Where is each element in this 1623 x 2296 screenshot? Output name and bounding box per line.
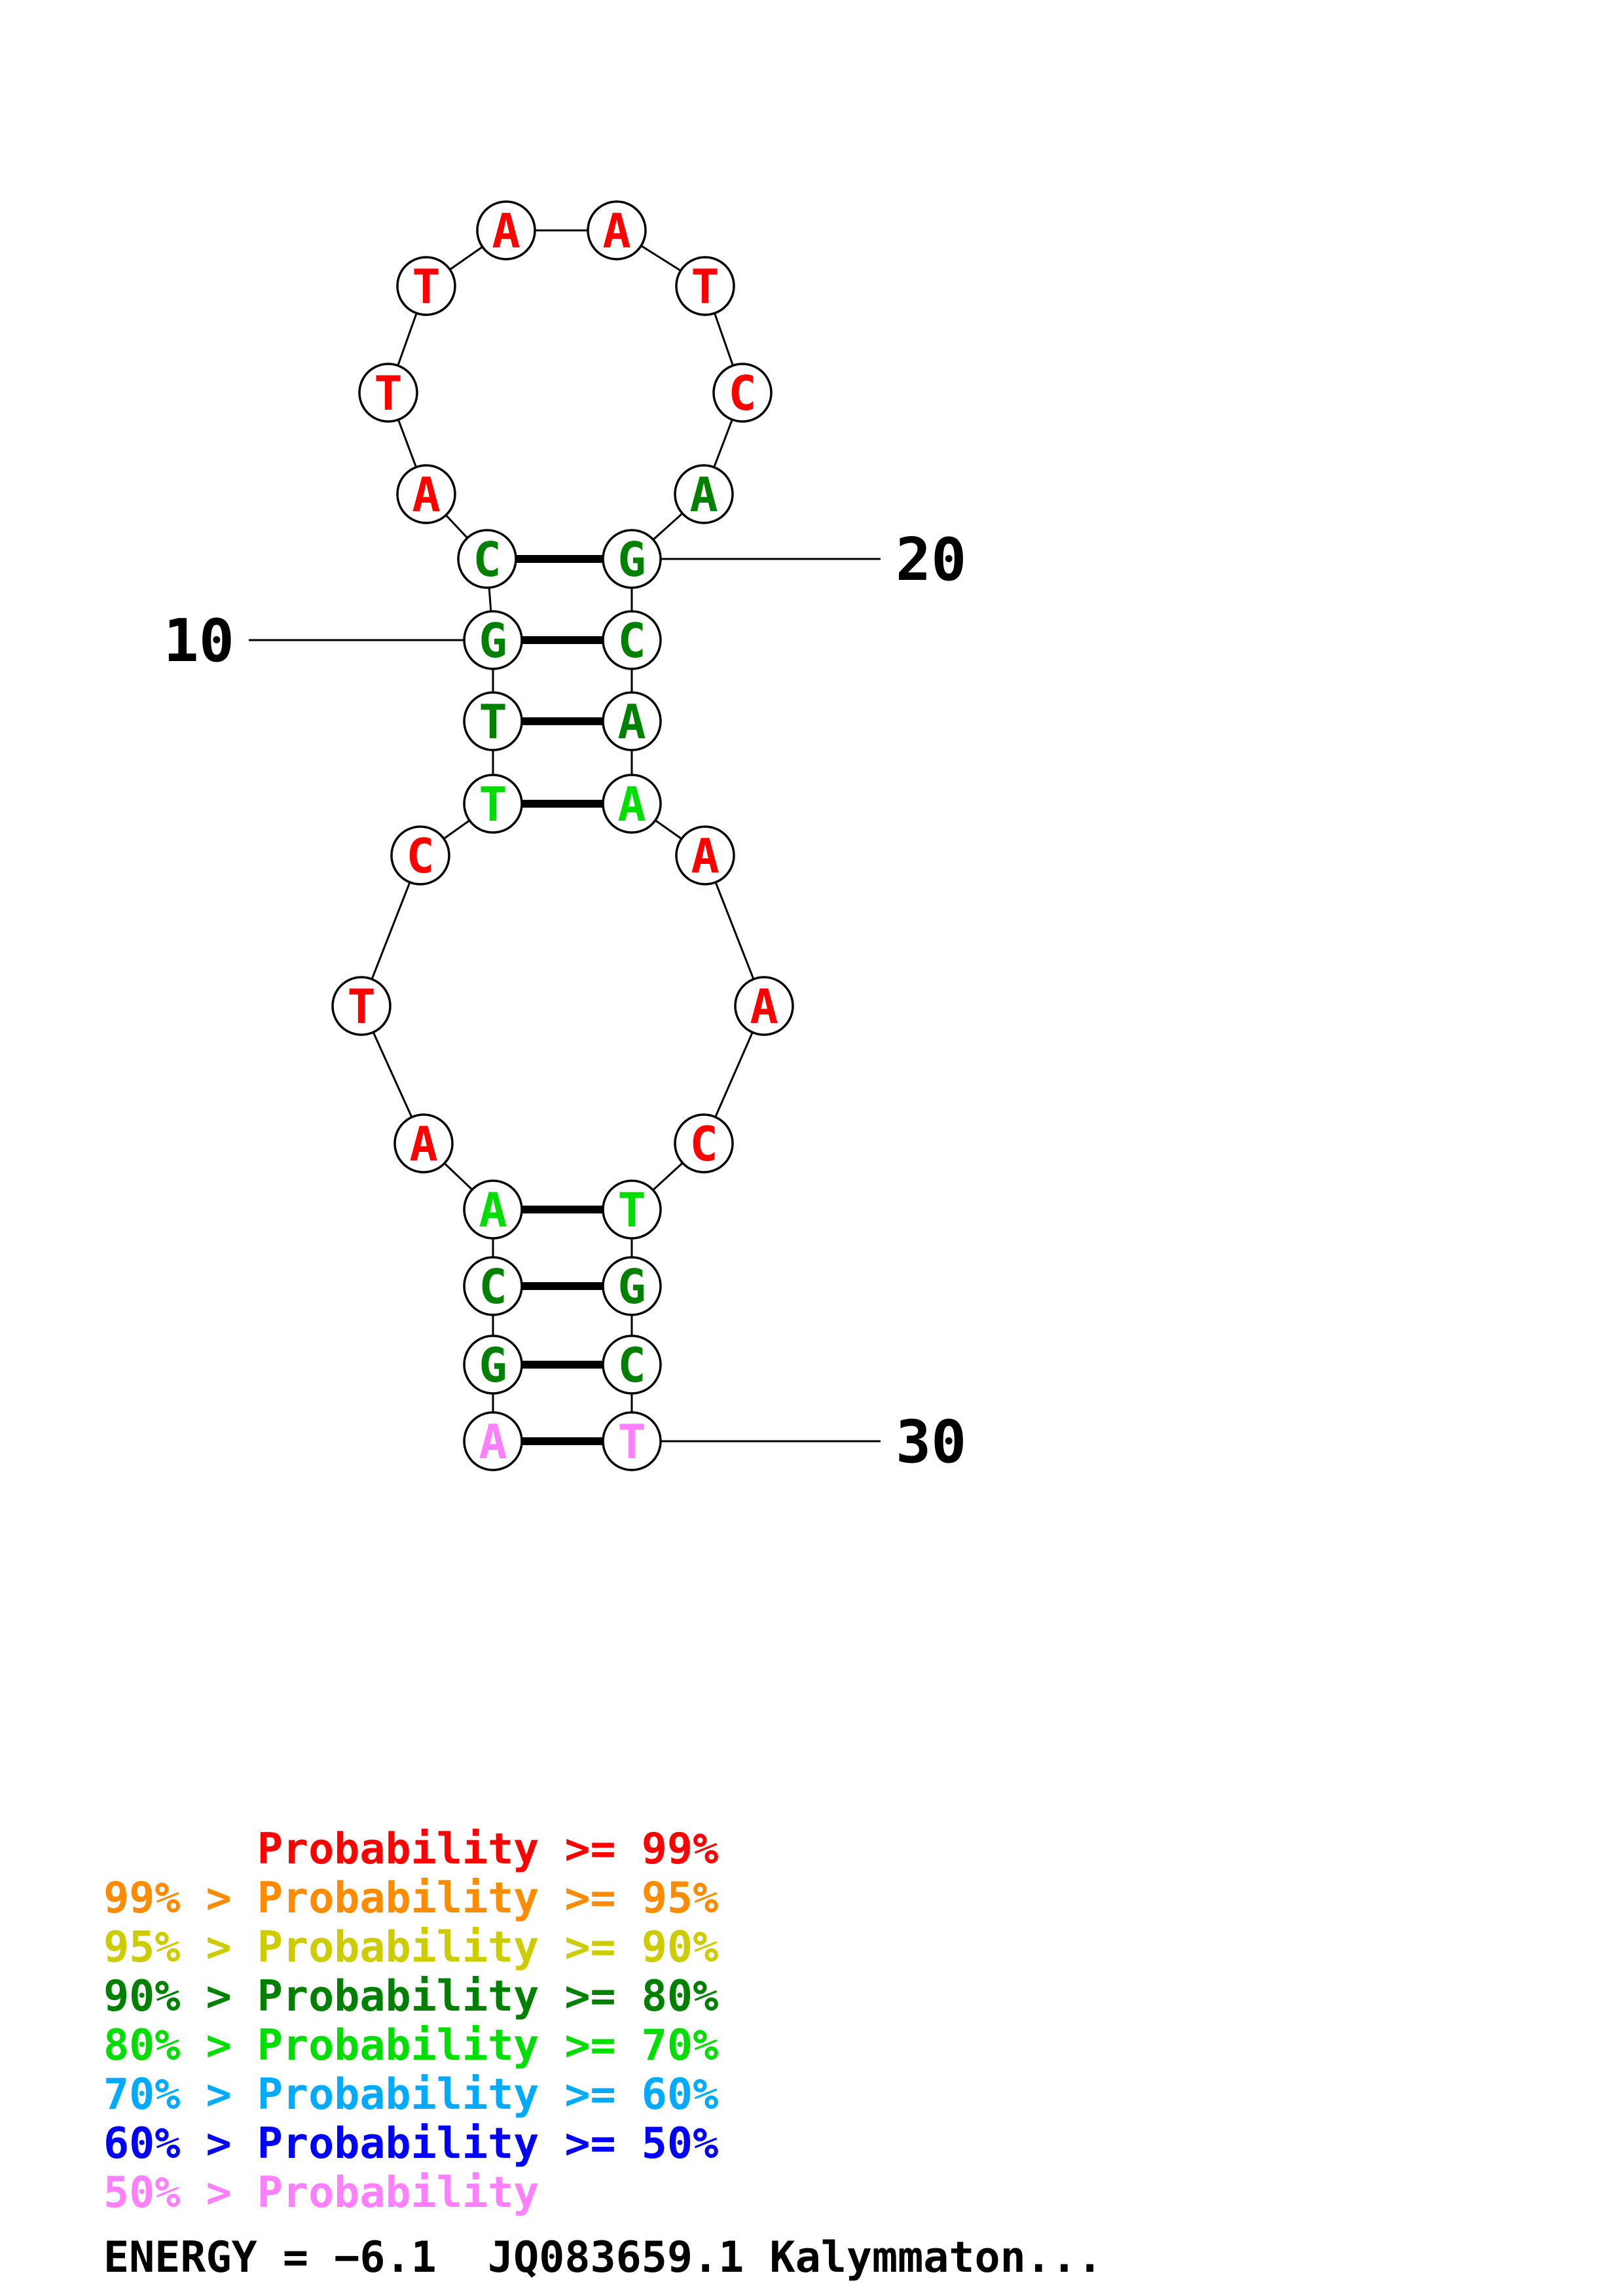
nucleotide-14-letter: T [412,259,440,314]
nucleotide-1-letter: A [479,1414,507,1469]
legend-item-6: 70% > Probability >= 60% [103,2070,719,2119]
nucleotide-21-letter: C [617,613,646,668]
nucleotide-8-circle [463,774,523,834]
nucleotide-30-letter: T [617,1414,646,1469]
nucleotide-26-letter: C [689,1117,718,1172]
nucleotide-22-letter: A [617,694,646,749]
nucleotide-8-letter: T [479,777,507,832]
nucleotide-26-circle [674,1113,734,1174]
nucleotide-1-circle [463,1411,523,1471]
position-label-10: 10 [164,607,234,675]
nucleotide-16-circle [587,200,647,260]
nucleotide-5-letter: A [409,1117,437,1172]
nucleotide-19-circle [674,464,734,524]
nucleotide-28-letter: G [617,1259,646,1314]
nucleotide-7-circle [390,825,450,886]
nucleotide-18-letter: C [728,366,756,421]
position-label-30: 30 [896,1408,966,1477]
nucleotide-24-circle [675,825,735,886]
nucleotide-16-letter: A [602,204,630,259]
nucleotide-9-letter: T [479,694,507,749]
nucleotide-9-circle [463,691,523,751]
nucleotide-19-letter: A [689,467,718,522]
nucleotide-21-circle [602,610,662,670]
nucleotide-3-letter: C [479,1259,507,1314]
nucleotide-13-letter: T [374,366,402,421]
nucleotide-17-letter: T [691,259,719,314]
nucleotide-4-letter: A [479,1183,507,1238]
nucleotide-15-circle [476,200,536,260]
nucleotide-6-circle [331,976,392,1036]
legend-item-5: 80% > Probability >= 70% [103,2021,719,2070]
nucleotide-23-letter: A [617,777,646,832]
legend-item-7: 60% > Probability >= 50% [103,2119,719,2168]
nucleotide-24-letter: A [691,829,719,884]
energy-text: ENERGY = −6.1 JQ083659.1 Kalymmaton... [103,2233,1103,2282]
nucleotide-5-circle [393,1113,454,1174]
nucleotide-10-circle [463,610,523,670]
nucleotide-3-circle [463,1256,523,1316]
nucleotide-13-circle [358,363,418,423]
legend-item-2: 99% > Probability >= 95% [103,1874,719,1923]
legend-item-3: 95% > Probability >= 90% [103,1923,719,1972]
nucleotide-2-letter: G [479,1338,507,1393]
nucleotide-30-circle [602,1411,662,1471]
legend-item-4: 90% > Probability >= 80% [103,1972,719,2021]
nucleotide-17-circle [675,256,735,316]
nucleotide-22-circle [602,691,662,751]
nucleotide-4-circle [463,1179,523,1240]
nucleotide-27-circle [602,1179,662,1240]
position-label-20: 20 [896,526,966,594]
nucleotide-25-letter: A [750,979,778,1034]
nucleotide-23-circle [602,774,662,834]
nucleotide-29-circle [602,1335,662,1395]
nucleotide-12-letter: A [412,467,440,522]
nucleotide-14-circle [396,256,456,316]
probability-legend: Probability >= 99% 99% > Probability >= … [103,1825,718,2217]
nucleotide-15-letter: A [492,204,520,259]
nucleotide-12-circle [396,464,456,524]
nucleotide-27-letter: T [617,1183,646,1238]
nucleotide-10-letter: G [479,613,507,668]
nucleotide-2-circle [463,1335,523,1395]
nucleotide-18-circle [712,363,773,423]
nucleotide-28-circle [602,1256,662,1316]
nucleotide-11-circle [457,529,517,589]
nucleotide-20-letter: G [617,532,646,587]
legend-item-1: Probability >= 99% [103,1825,719,1874]
nucleotide-25-circle [734,976,794,1036]
nucleotide-20-circle [602,529,662,589]
nucleotide-7-letter: C [406,829,434,884]
legend-item-8: 50% > Probability [103,2168,539,2217]
nucleotide-29-letter: C [617,1338,646,1393]
nucleotide-6-letter: T [347,979,375,1034]
nucleotide-11-letter: C [473,532,501,587]
